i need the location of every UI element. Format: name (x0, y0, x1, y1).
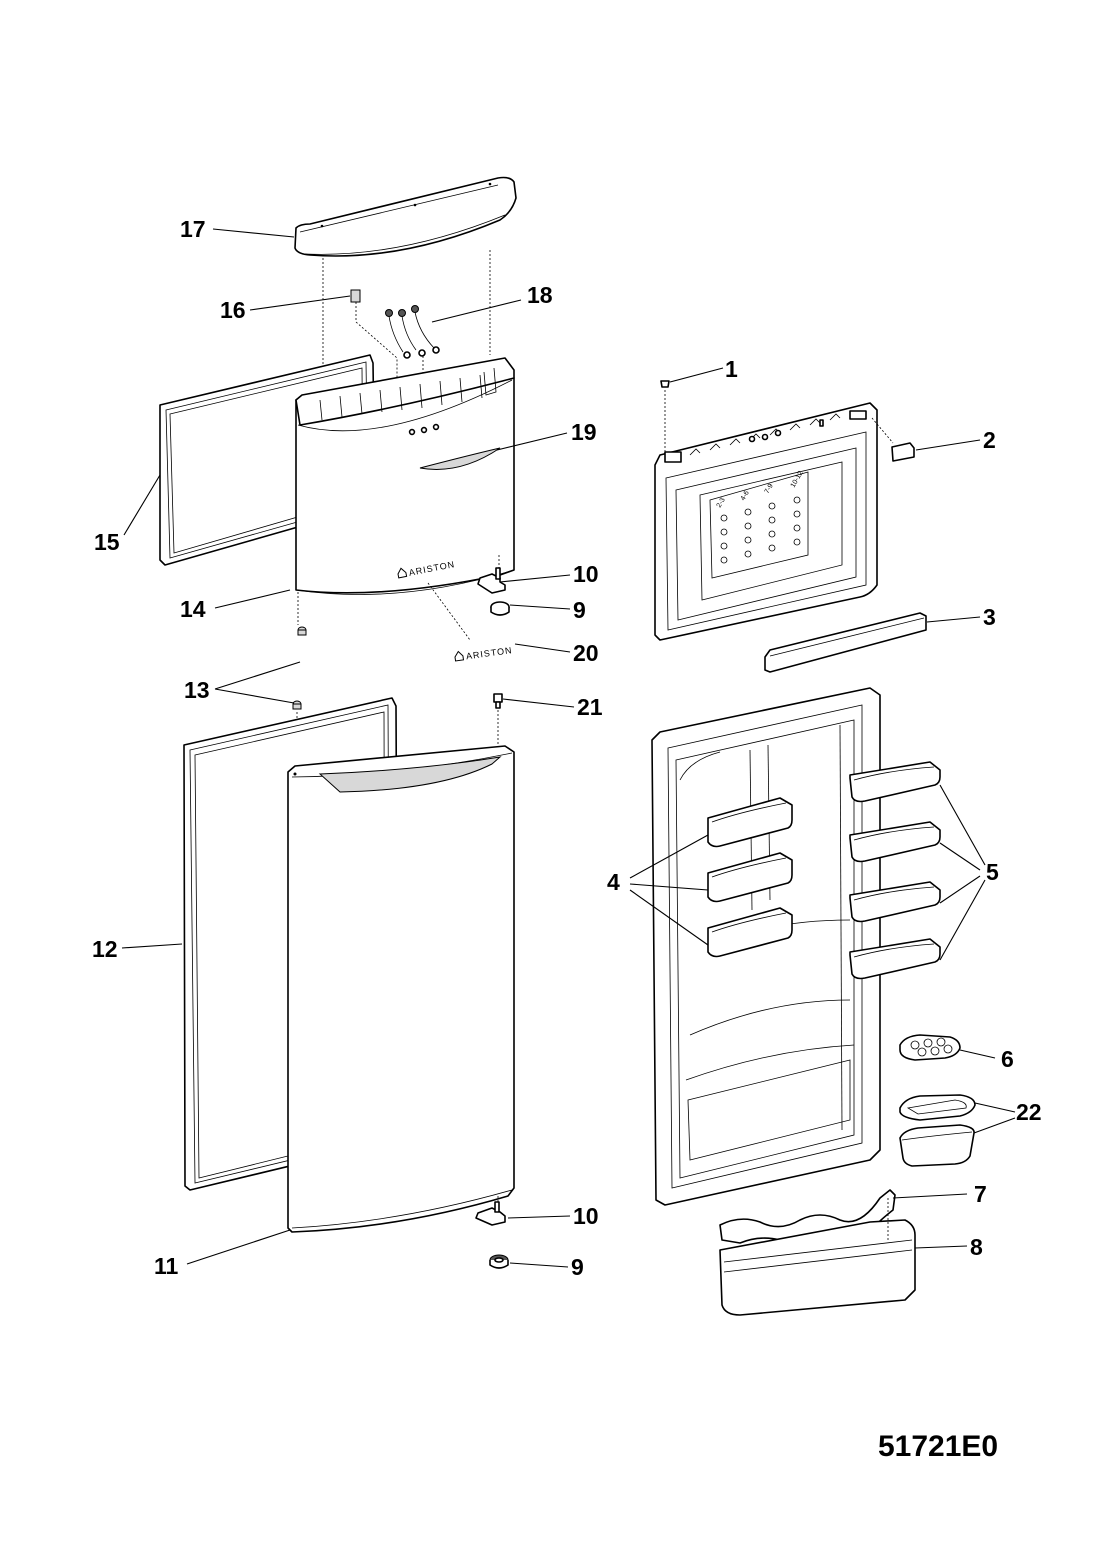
part-6-egg-tray[interactable] (899, 1034, 961, 1061)
guide-line (427, 582, 471, 641)
leader-lines (121, 228, 1016, 1268)
part-11-fridge-door[interactable] (287, 745, 515, 1233)
part-16-clip[interactable] (350, 289, 398, 385)
svg-text:ARISTON: ARISTON (465, 645, 513, 661)
callout-2: 2 (983, 427, 996, 453)
part-22-storage-box[interactable] (899, 1094, 976, 1167)
callout-12: 12 (92, 936, 118, 962)
callout-16: 16 (220, 297, 246, 323)
part-5-door-shelves[interactable] (849, 761, 941, 980)
callout-13: 13 (184, 677, 210, 703)
callout-4: 4 (607, 869, 620, 895)
part-17-top-cover[interactable] (294, 176, 517, 257)
chart-column-label: 4-6 (740, 490, 751, 502)
callout-10-bottom: 10 (573, 1203, 599, 1229)
part-18-cables[interactable] (385, 305, 440, 381)
callout-6: 6 (1001, 1046, 1014, 1072)
fridge-door-liner (651, 687, 881, 1206)
part-13-door-stop-upper[interactable] (297, 626, 307, 636)
callout-7: 7 (974, 1181, 987, 1207)
callout-8: 8 (970, 1234, 983, 1260)
chart-column-label: 2-3 (716, 497, 727, 509)
part-20-ariston-badge[interactable]: ARISTON (454, 644, 513, 663)
callout-9-bottom: 9 (571, 1254, 584, 1280)
part-4-door-racks[interactable] (707, 797, 793, 958)
diagram-code: 51721E0 (878, 1430, 998, 1463)
freezer-door-liner (654, 402, 878, 641)
callout-14: 14 (180, 596, 206, 622)
callout-11: 11 (154, 1253, 179, 1279)
callout-3: 3 (983, 604, 996, 630)
callout-22: 22 (1016, 1099, 1042, 1125)
part-2-hinge-cap[interactable] (871, 417, 915, 462)
callout-1: 1 (725, 356, 738, 382)
part-9-bush-top[interactable] (490, 601, 510, 616)
part-3-freezer-shelf[interactable] (764, 612, 927, 673)
callout-15: 15 (94, 529, 120, 555)
part-21-hinge-pin[interactable] (493, 693, 503, 760)
chart-column-label: 7-9 (764, 483, 775, 495)
part-10-pivot-top[interactable] (477, 555, 506, 594)
part-10-pivot-bottom[interactable] (475, 1196, 506, 1226)
part-14-freezer-door[interactable]: ARISTON (295, 357, 515, 595)
callout-19: 19 (571, 419, 597, 445)
callout-18: 18 (527, 282, 553, 308)
callout-21: 21 (577, 694, 603, 720)
part-1-screw[interactable] (660, 380, 670, 455)
callout-17: 17 (180, 216, 206, 242)
callout-20: 20 (573, 640, 599, 666)
callout-5: 5 (986, 859, 999, 885)
part-8-bottle-shelf[interactable] (719, 1198, 916, 1316)
callout-10-top: 10 (573, 561, 599, 587)
callout-9-top: 9 (573, 597, 586, 623)
part-9-bush-bottom[interactable] (489, 1254, 509, 1269)
